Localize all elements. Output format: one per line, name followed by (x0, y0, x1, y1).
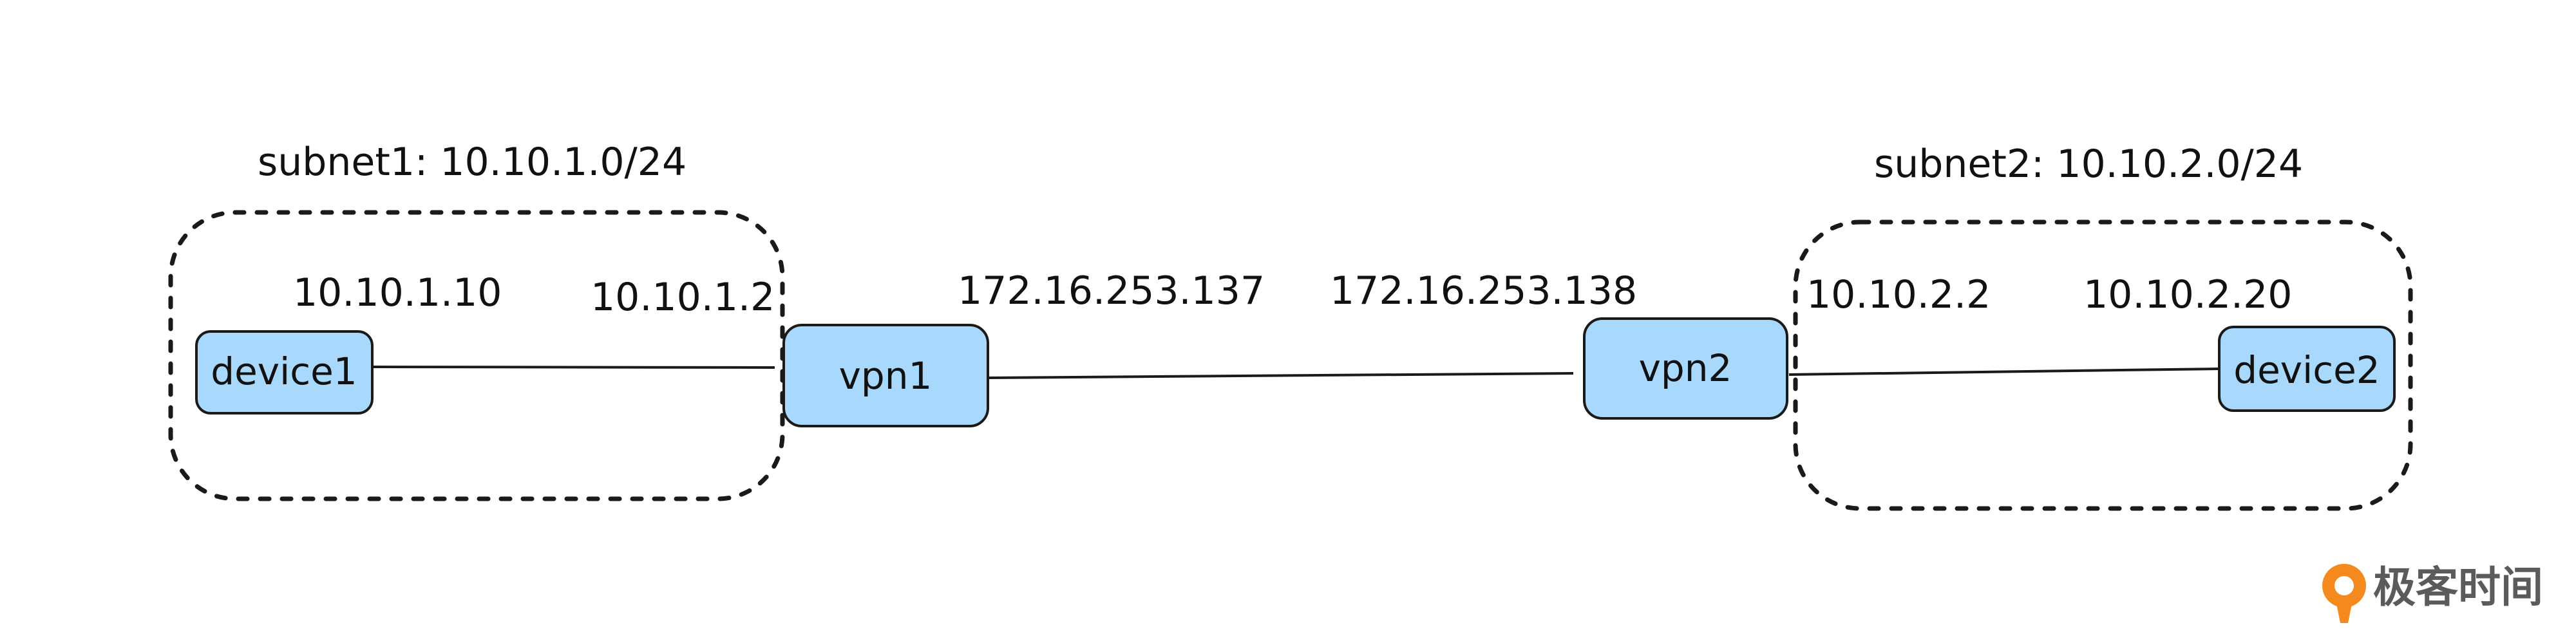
link-vpn2-device2 (1788, 368, 2219, 376)
brand-name: 极客时间 (2373, 563, 2543, 612)
link-device1-vpn1 (373, 366, 775, 369)
vpn2-node[interactable]: vpn2 (1583, 317, 1788, 420)
device1-node[interactable]: device1 (195, 330, 374, 415)
ip-vpn2-lan: 10.10.2.2 (1806, 272, 1991, 317)
device1-box (195, 330, 374, 415)
brand-watermark: 极客时间 (2322, 563, 2543, 623)
ip-vpn2-wan: 172.16.253.138 (1330, 268, 1637, 313)
subnet2-boundary (1793, 219, 2413, 511)
device1-label: device1 (211, 349, 357, 393)
ip-vpn1-lan: 10.10.1.2 (591, 275, 775, 320)
device2-box (2218, 326, 2396, 412)
vpn1-box (782, 324, 989, 427)
vpn2-box (1583, 317, 1788, 420)
vpn2-label: vpn2 (1639, 346, 1732, 390)
subnet2-label: subnet2: 10.10.2.0/24 (1874, 142, 2303, 187)
vpn1-label: vpn1 (839, 354, 933, 398)
subnet1-label: subnet1: 10.10.1.0/24 (258, 140, 687, 185)
ip-device2: 10.10.2.20 (2083, 272, 2292, 317)
vpn1-node[interactable]: vpn1 (782, 324, 989, 427)
ip-device1: 10.10.1.10 (293, 270, 502, 315)
link-vpn1-vpn2 (988, 372, 1574, 379)
device2-label: device2 (2233, 348, 2380, 392)
device2-node[interactable]: device2 (2218, 326, 2396, 412)
geekbang-logo-icon (2322, 564, 2366, 623)
ip-vpn1-wan: 172.16.253.137 (958, 268, 1265, 313)
